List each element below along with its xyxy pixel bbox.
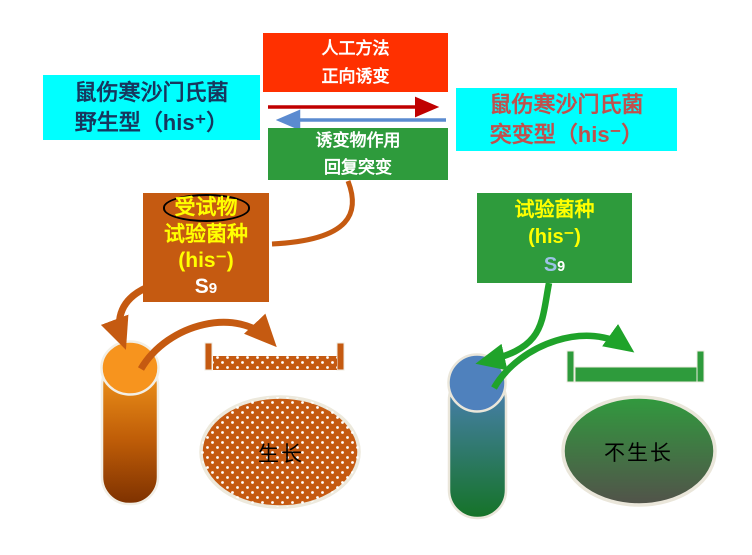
wild-type-line1: 鼠伤寒沙门氏菌 [74,79,229,105]
growth-label: 生长 [258,443,304,466]
wild-type-box: 鼠伤寒沙门氏菌 野生型（his⁺） [43,75,260,140]
left-s9-label: S9 [194,274,218,298]
right-s9-label: S9 [543,253,566,276]
reverse-mutation-line1: 诱变物作用 [315,130,401,150]
right-plate-wall-left [566,350,575,383]
forward-mutation-line2: 正向诱变 [321,66,390,86]
test-substance-label: 受试物 [162,194,250,222]
left-plate-wall-right [336,342,345,371]
left-colony-ellipse-dots [201,397,359,507]
arrow-left-tube-to-plate-icon [137,313,277,371]
right-test-strain-box: 试验菌种 (his⁻) S9 [477,193,632,283]
left-plate-agar-dots [213,356,337,370]
mutant-type-line1: 鼠伤寒沙门氏菌 [489,91,644,117]
reverse-mutation-line2: 回复突变 [324,158,392,177]
arrow-right-tube-to-plate-icon [491,324,635,390]
left-test-strain-label: 试验菌种 [164,222,248,246]
left-test-tube-mouth [100,340,160,396]
right-plate-wall-right [696,350,705,383]
forward-mutation-box: 人工方法 正向诱变 [263,33,448,92]
right-test-strain-label: 试验菌种 [514,198,595,221]
left-plate-wall-left [204,342,213,371]
reverse-mutation-box: 诱变物作用 回复突变 [268,128,448,180]
forward-mutation-line1: 人工方法 [321,39,390,59]
connector-reverse-to-left-box [271,180,355,247]
mutant-type-line2: 突变型（his⁻） [489,121,644,147]
no-growth-label: 不生长 [604,442,673,465]
test-substance-circled: 受试物 [162,194,250,222]
mutant-type-box: 鼠伤寒沙门氏菌 突变型（his⁻） [456,88,677,151]
right-his-minus-label: (his⁻) [528,226,581,249]
wild-type-line2: 野生型（his⁺） [74,109,229,135]
right-colony-ellipse [561,395,717,507]
right-plate-agar [574,366,698,383]
left-test-strain-box: 受试物 试验菌种 (his⁻) S9 [143,193,269,302]
left-his-minus-label: (his⁻) [178,248,234,272]
arrow-right-box-to-tube-icon [475,282,553,371]
arrow-left-box-to-tube-icon [100,283,150,350]
